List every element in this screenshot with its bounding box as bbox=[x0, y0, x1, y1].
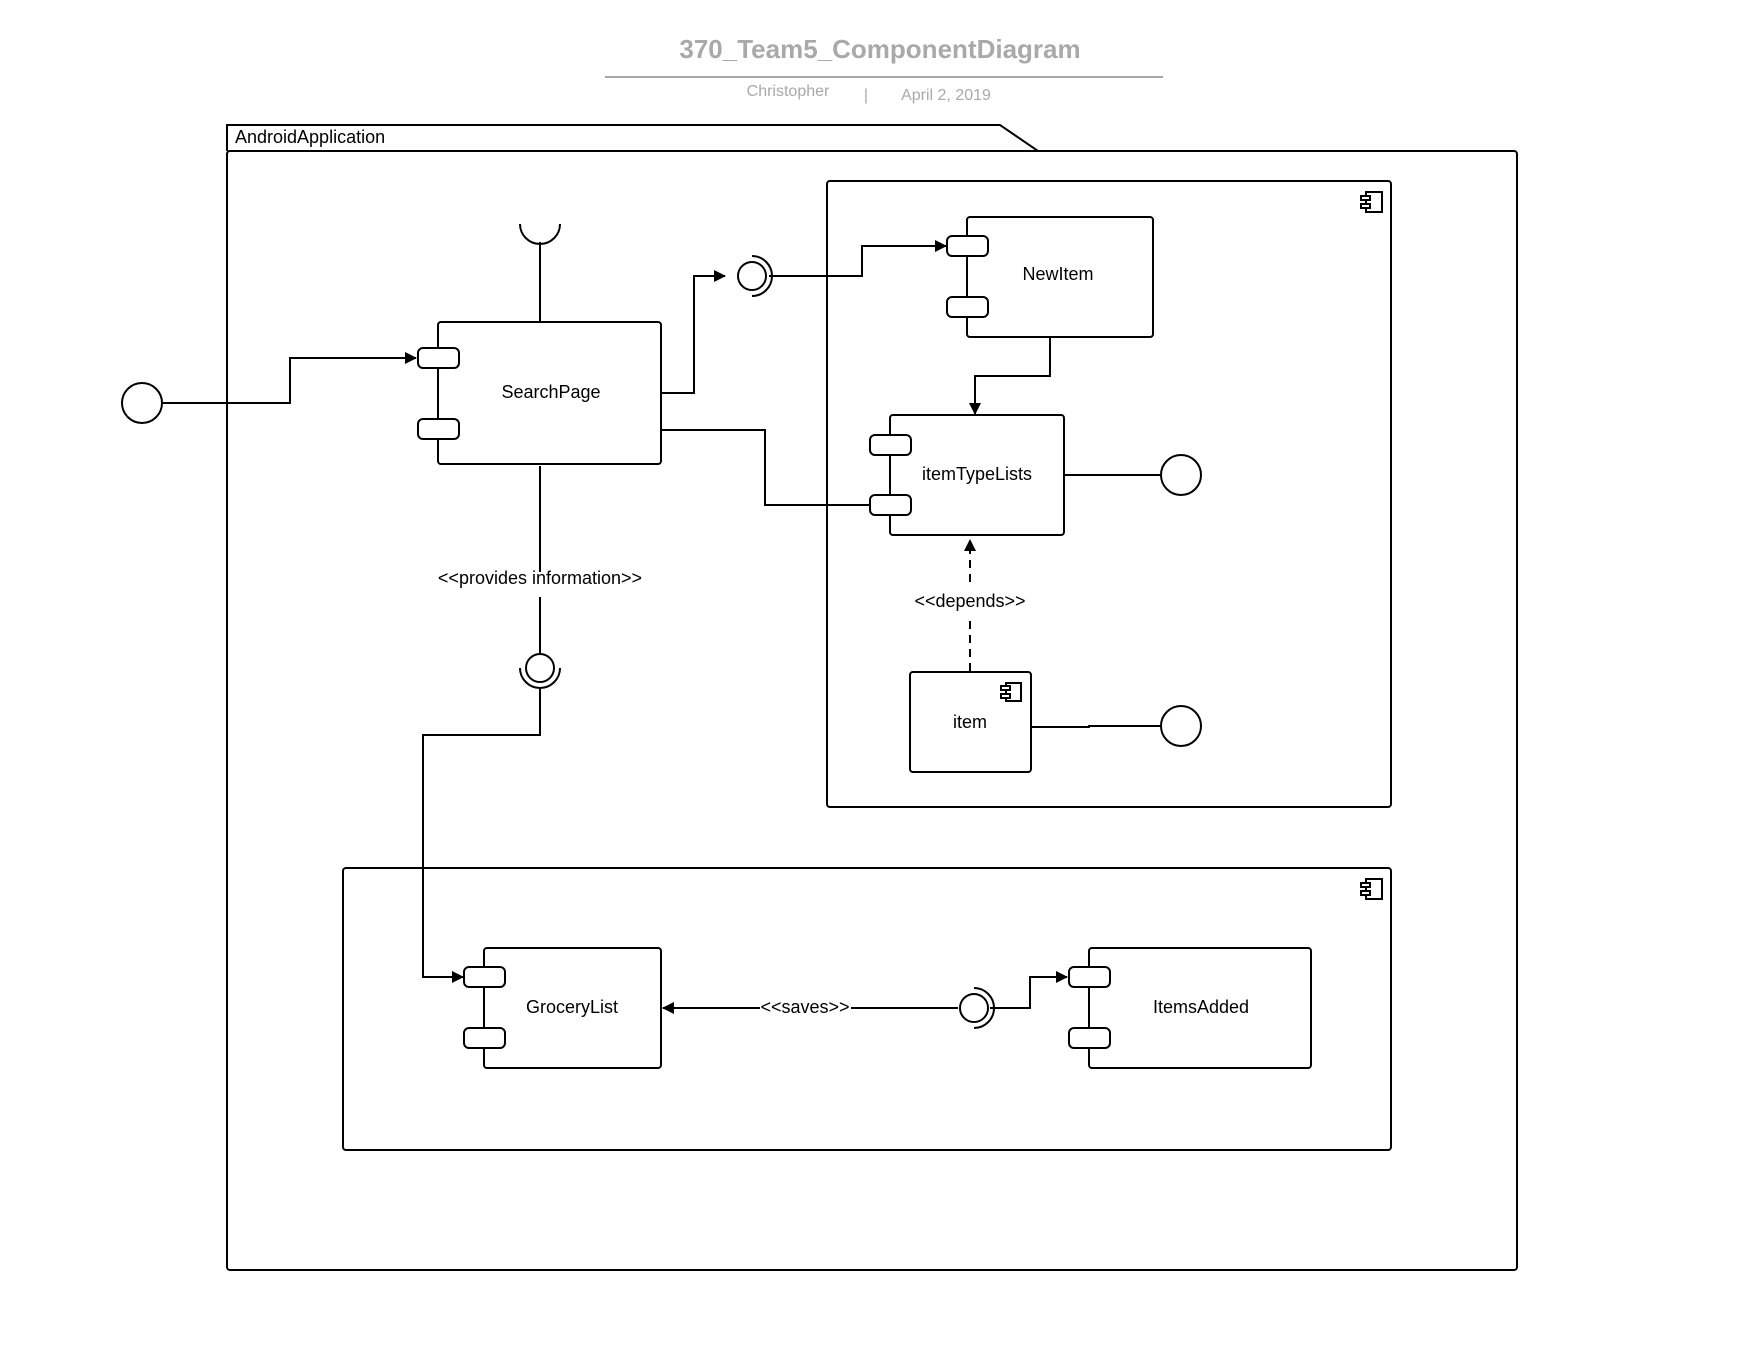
connector-searchpage-to-itemtypelists bbox=[661, 429, 870, 506]
package-name: AndroidApplication bbox=[235, 127, 385, 147]
port bbox=[869, 434, 912, 456]
component-icon bbox=[1000, 682, 1022, 702]
component-icon bbox=[1360, 191, 1383, 213]
relation-label-provides-information: <<provides information>> bbox=[438, 568, 642, 588]
relation-label-saves: <<saves>> bbox=[760, 997, 849, 1017]
component-itemsadded[interactable]: ItemsAdded bbox=[1068, 947, 1312, 1069]
connector-newitem-to-itemtypelists bbox=[969, 337, 1051, 415]
header-separator: | bbox=[864, 87, 868, 104]
connector-item-provided bbox=[1031, 725, 1161, 728]
subsystem-items-container bbox=[826, 180, 1392, 808]
connector-searchpage-to-socket bbox=[661, 270, 726, 394]
component-label: NewItem bbox=[1022, 264, 1093, 284]
required-interface-searchpage-top bbox=[519, 223, 561, 245]
component-label: ItemsAdded bbox=[1153, 997, 1249, 1017]
component-item[interactable]: item bbox=[909, 671, 1032, 773]
provided-interface-searchpage-ball bbox=[525, 653, 555, 683]
provided-interface-item bbox=[1160, 705, 1202, 747]
relation-label-depends: <<depends>> bbox=[914, 591, 1025, 611]
required-interface-newitem-socket bbox=[751, 255, 773, 297]
port bbox=[1068, 966, 1111, 988]
port bbox=[1068, 1027, 1111, 1049]
connector-external-to-searchpage bbox=[162, 352, 417, 404]
port bbox=[463, 966, 506, 988]
component-label: item bbox=[953, 712, 987, 732]
component-grocerylist[interactable]: GroceryList bbox=[463, 947, 662, 1069]
port bbox=[946, 296, 989, 318]
provided-interface-newitem-ball bbox=[737, 261, 767, 291]
port bbox=[946, 235, 989, 257]
port bbox=[417, 347, 460, 369]
connector-socket-to-grocerylist bbox=[422, 688, 541, 983]
port bbox=[869, 494, 912, 516]
required-interface-itemsadded-socket bbox=[973, 987, 995, 1029]
connector-lollipop-to-newitem bbox=[769, 240, 947, 277]
provided-interface-itemsadded-ball bbox=[959, 993, 989, 1023]
component-label: SearchPage bbox=[501, 382, 600, 402]
component-newitem[interactable]: NewItem bbox=[946, 216, 1154, 338]
component-label: GroceryList bbox=[526, 997, 618, 1017]
package-tab bbox=[226, 124, 1039, 152]
provided-interface-external bbox=[121, 382, 163, 424]
diagram-title: 370_Team5_ComponentDiagram bbox=[679, 34, 1080, 64]
port bbox=[417, 418, 460, 440]
component-searchpage[interactable]: SearchPage bbox=[417, 321, 662, 465]
component-icon bbox=[1360, 878, 1383, 900]
component-itemtypelists[interactable]: itemTypeLists bbox=[869, 414, 1065, 536]
required-interface-searchpage-socket bbox=[519, 667, 561, 689]
subsystem-grocery-container bbox=[342, 867, 1392, 1151]
diagram-date: April 2, 2019 bbox=[901, 87, 991, 104]
package-frame bbox=[226, 150, 1518, 1271]
component-label: itemTypeLists bbox=[922, 464, 1032, 484]
author-name: Christopher bbox=[747, 83, 830, 100]
connector-lollipop-to-itemsadded bbox=[990, 971, 1068, 1009]
provided-interface-itemtypelists bbox=[1160, 454, 1202, 496]
port bbox=[463, 1027, 506, 1049]
